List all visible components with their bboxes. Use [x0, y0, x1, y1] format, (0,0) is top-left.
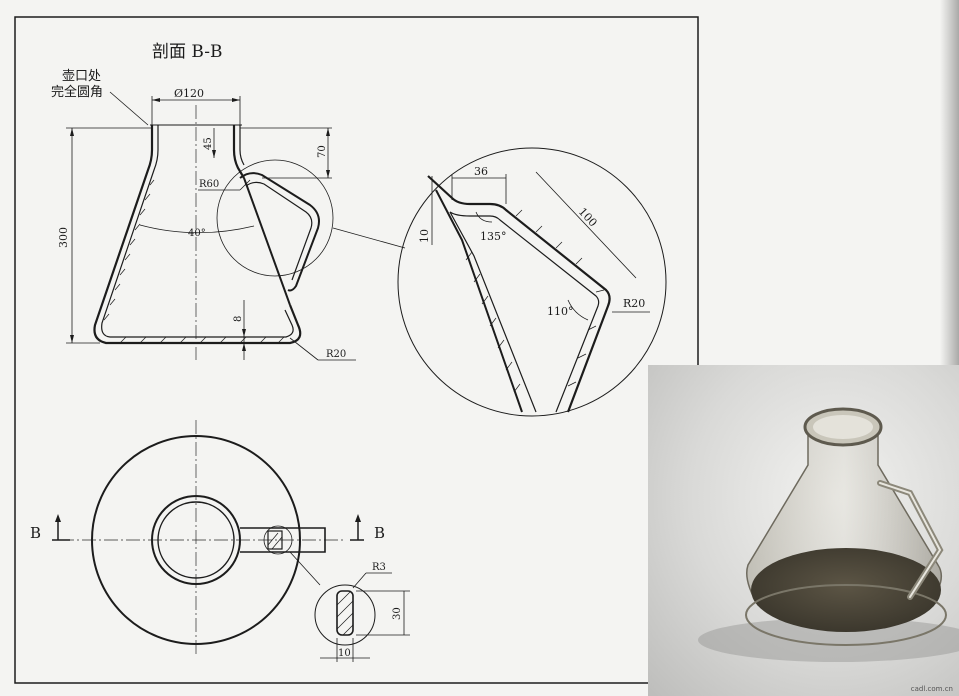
- top-view-handle: [240, 527, 326, 553]
- watermark: cadl.com.cn: [910, 685, 953, 693]
- flask-right-wall: [243, 177, 291, 306]
- angle-arc-40: [139, 224, 255, 234]
- dim-angle-135: 135°: [480, 230, 507, 243]
- dim-detail-r20: R20: [623, 297, 645, 310]
- note-line-1: 壶口处: [62, 69, 101, 84]
- detail-body-inner: [449, 211, 537, 413]
- dim-neck-diameter: Ø120: [174, 87, 204, 100]
- dim-detail-10: 10: [418, 229, 431, 243]
- section-title: 剖面 B-B: [152, 42, 222, 62]
- dim-bar-r3: R3: [372, 562, 386, 573]
- dim-bar-width: 10: [338, 648, 351, 659]
- sheet-border: [14, 16, 699, 684]
- detail-callout-circle: [216, 159, 334, 277]
- page-edge-shadow: [940, 0, 959, 365]
- handle-inner: [245, 181, 313, 281]
- note-leader: [109, 91, 149, 126]
- detail-wall-inner: [449, 211, 600, 413]
- detail-wall-outer: [427, 175, 611, 413]
- section-view: [66, 91, 406, 361]
- detail-hatching: [465, 209, 605, 393]
- detail-body-outer: [435, 189, 523, 413]
- bar-section: [336, 590, 354, 636]
- handle-outer: [239, 172, 320, 292]
- neck-right-outer: [232, 125, 245, 179]
- dim-neck-height: 45: [203, 137, 214, 150]
- detail-circle: [397, 147, 667, 417]
- top-view: [52, 420, 410, 662]
- dim-wall-thickness: 8: [233, 316, 244, 322]
- section-marker-right: B: [374, 524, 385, 542]
- section-marker-left: B: [30, 524, 41, 542]
- flask-inner-wall: [101, 125, 294, 338]
- dim-angle-40: 40°: [188, 228, 206, 239]
- dim-detail-100: 100: [576, 205, 600, 229]
- dim-handle-offset: 70: [317, 145, 328, 158]
- bar-detail-circle: [314, 584, 376, 646]
- dim-detail-36: 36: [474, 165, 488, 178]
- note-line-2: 完全圆角: [51, 84, 103, 100]
- flask-render-photo: cadl.com.cn: [648, 365, 959, 696]
- detail-view: [397, 147, 667, 417]
- flask-outer-wall: [93, 125, 302, 345]
- neck-right-inner: [239, 125, 245, 166]
- dim-bar-height: 30: [392, 607, 403, 620]
- dim-fillet-r60: R60: [199, 179, 219, 190]
- dim-height: 300: [57, 227, 70, 248]
- flask-render-liquid: [751, 548, 941, 632]
- dim-fillet-r20: R20: [326, 349, 346, 360]
- dim-angle-110: 110°: [547, 305, 574, 318]
- wall-hatching: [103, 179, 285, 344]
